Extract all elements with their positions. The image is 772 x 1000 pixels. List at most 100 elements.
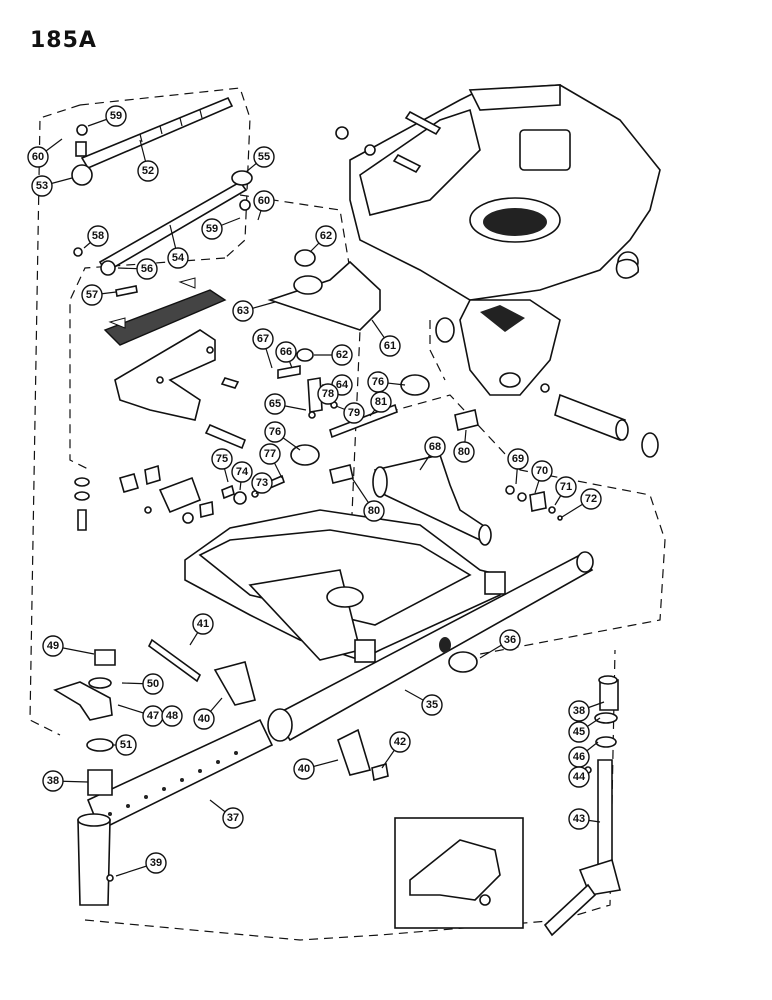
callout-bubble-65: [264, 393, 286, 415]
callout-bubble-38: [42, 770, 64, 792]
callout-bubble-76: [264, 421, 286, 443]
callout-label-36: 36: [504, 634, 516, 646]
callout-bubble-73: [251, 472, 273, 494]
callout-label-78: 78: [322, 388, 334, 400]
callout-label-60: 60: [258, 195, 270, 207]
callout-bubble-56: [136, 258, 158, 280]
callout-label-71: 71: [560, 481, 572, 493]
callout-bubble-69: [507, 448, 529, 470]
callout-label-76: 76: [372, 376, 384, 388]
spacer-blocks: [213, 661, 389, 782]
callout-bubble-42: [389, 731, 411, 753]
callout-label-48: 48: [166, 710, 178, 722]
callout-bubble-59: [105, 105, 127, 127]
callout-label-42: 42: [394, 736, 406, 748]
callout-label-35: 35: [426, 699, 438, 711]
callout-bubble-55: [253, 146, 275, 168]
callout-bubble-81: [370, 391, 392, 413]
callout-label-66: 66: [280, 346, 292, 358]
callout-label-79: 79: [348, 407, 360, 419]
callout-bubble-68: [424, 436, 446, 458]
dashed-boundary-left: [29, 104, 81, 736]
callout-bubble-62: [331, 344, 353, 366]
left-spindle-parts: [53, 638, 202, 796]
callout-bubble-40: [293, 758, 315, 780]
callout-bubble-54: [167, 247, 189, 269]
callout-label-80: 80: [368, 505, 380, 517]
callout-bubble-62: [315, 225, 337, 247]
callout-bubble-44: [568, 766, 590, 788]
callout-label-63: 63: [237, 305, 249, 317]
front-support-casting: [349, 84, 661, 301]
callout-bubble-80: [363, 500, 385, 522]
callout-label-59: 59: [206, 223, 218, 235]
gasket: [103, 277, 227, 346]
callout-label-58: 58: [92, 230, 104, 242]
callout-bubble-49: [42, 635, 64, 657]
callout-bubble-35: [421, 694, 443, 716]
dashed-boundary-bracket: [69, 257, 226, 471]
drag-link: [73, 170, 253, 297]
pivot-pin: [540, 383, 659, 458]
callout-label-38: 38: [573, 705, 585, 717]
callout-label-56: 56: [141, 263, 153, 275]
callout-label-59: 59: [110, 110, 122, 122]
callout-bubble-57: [81, 284, 103, 306]
callout-label-45: 45: [573, 726, 585, 738]
front-cover-plate: [615, 258, 640, 279]
callout-label-43: 43: [573, 813, 585, 825]
callout-bubble-53: [31, 175, 53, 197]
callout-label-73: 73: [256, 477, 268, 489]
power-cylinder: [372, 454, 492, 546]
callout-bubble-72: [580, 488, 602, 510]
extension-tube: [77, 718, 274, 906]
callout-bubble-58: [87, 225, 109, 247]
callout-bubble-74: [231, 461, 253, 483]
callout-label-51: 51: [120, 739, 132, 751]
tie-rod: [71, 96, 234, 186]
pivot-socket-casting: [435, 299, 561, 396]
callout-label-76: 76: [269, 426, 281, 438]
callout-bubble-37: [222, 807, 244, 829]
callout-bubble-41: [192, 613, 214, 635]
callout-label-41: 41: [197, 618, 209, 630]
callout-label-81: 81: [375, 396, 387, 408]
axle-beam: [267, 551, 594, 742]
casting-bolts: [335, 110, 442, 174]
callout-bubble-67: [252, 328, 274, 350]
callout-bubble-39: [145, 852, 167, 874]
callout-bubble-43: [568, 808, 590, 830]
callout-bubble-66: [275, 341, 297, 363]
callout-label-74: 74: [236, 466, 249, 478]
callout-bubble-79: [343, 402, 365, 424]
cylinder-fittings: [505, 485, 563, 521]
callout-bubble-60: [253, 190, 275, 212]
steering-arm: [267, 249, 381, 331]
callout-label-57: 57: [86, 289, 98, 301]
callout-label-55: 55: [258, 151, 270, 163]
callout-bubble-38: [568, 700, 590, 722]
callout-label-80: 80: [458, 446, 470, 458]
callout-label-61: 61: [384, 340, 396, 352]
callout-label-64: 64: [336, 379, 349, 391]
center-pins: [277, 348, 479, 484]
callout-bubble-63: [232, 300, 254, 322]
callout-bubble-51: [115, 734, 137, 756]
callout-bubble-70: [531, 460, 553, 482]
callout-bubble-80: [453, 441, 475, 463]
callout-label-62: 62: [320, 230, 332, 242]
page-title: 185A: [30, 28, 97, 53]
callout-bubble-71: [555, 476, 577, 498]
callout-label-62: 62: [336, 349, 348, 361]
callout-bubble-45: [568, 721, 590, 743]
callout-bubble-52: [137, 160, 159, 182]
callout-label-68: 68: [429, 441, 441, 453]
left-pivot-parts: [74, 464, 285, 531]
callout-label-77: 77: [264, 448, 276, 460]
callout-label-69: 69: [512, 453, 524, 465]
callout-label-40: 40: [298, 763, 310, 775]
callout-label-38: 38: [47, 775, 59, 787]
callout-bubble-60: [27, 146, 49, 168]
callout-label-60: 60: [32, 151, 44, 163]
